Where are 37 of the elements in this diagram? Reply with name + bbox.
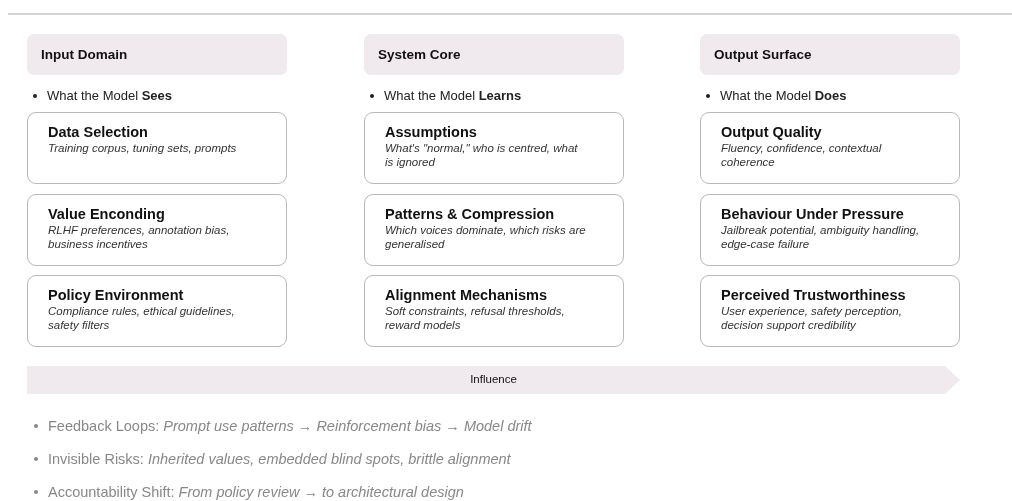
concept-card: [27, 194, 287, 266]
bullet-text: What the Model Does: [720, 88, 847, 103]
concept-card: [364, 112, 624, 184]
concept-card: [27, 112, 287, 184]
note-text: Feedback Loops: Prompt use patterns → Reinforcement bias → Model drift: [48, 418, 532, 434]
card-description: Fluency, confidence, contextual coherence: [721, 141, 883, 169]
card-description: Which voices dominate, which risks are generalised: [385, 223, 587, 251]
bullet-text: What the Model Learns: [384, 88, 522, 103]
card-title: Policy Environment: [48, 287, 185, 304]
concept-card: [27, 275, 287, 347]
concept-card: [700, 112, 960, 184]
header-title: Input Domain: [41, 47, 128, 62]
note-text: Invisible Risks: Inherited values, embedded blind spots, brittle alignment: [48, 451, 511, 467]
card-description: Training corpus, tuning sets, prompts: [48, 141, 238, 155]
concept-card: [364, 194, 624, 266]
card-description: Soft constraints, refusal thresholds, reward models: [385, 304, 566, 332]
bullet-text: What the Model Sees: [47, 88, 173, 103]
concept-card: [700, 194, 960, 266]
card-title: Output Quality: [721, 124, 823, 141]
card-description: User experience, safety perception, decision support credibility: [721, 304, 903, 332]
card-description: RLHF preferences, annotation bias, business incentives: [48, 223, 231, 251]
header-title: Output Surface: [714, 47, 812, 62]
band-label: Influence: [469, 373, 518, 385]
card-title: Value Enconding: [48, 206, 166, 223]
card-title: Alignment Mechanisms: [385, 287, 548, 304]
card-description: Jailbreak potential, ambiguity handling, edge-case failure: [721, 223, 921, 251]
card-title: Assumptions: [385, 124, 478, 141]
concept-card: [364, 275, 624, 347]
card-description: What's "normal," who is centred, what is ignored: [385, 141, 579, 169]
concept-card: [700, 275, 960, 347]
card-description: Compliance rules, ethical guidelines, safety filters: [48, 304, 236, 332]
header-title: System Core: [378, 47, 461, 62]
card-title: Data Selection: [48, 124, 149, 141]
card-title: Perceived Trustworthiness: [721, 287, 907, 304]
note-text: Accountability Shift: From policy review → to architectural design: [48, 484, 464, 500]
card-title: Behaviour Under Pressure: [721, 206, 905, 223]
card-title: Patterns & Compression: [385, 206, 556, 223]
